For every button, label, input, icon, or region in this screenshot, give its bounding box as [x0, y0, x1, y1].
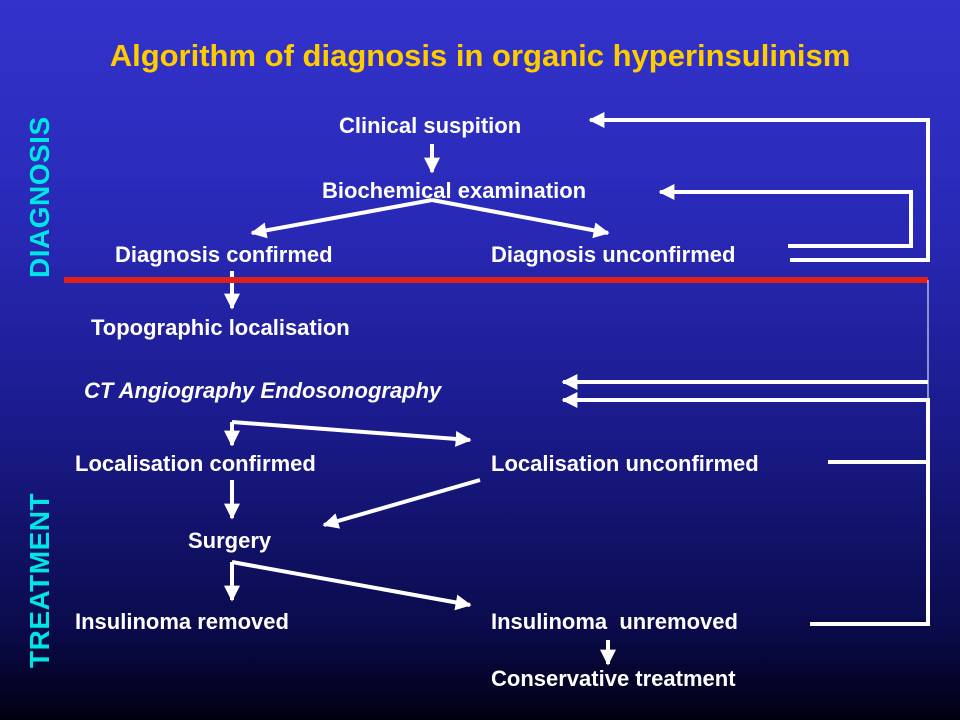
loop-unconfirmed-to-biochemical — [658, 184, 913, 248]
node-biochemical-examination: Biochemical examination — [322, 178, 587, 203]
node-clinical-suspition: Clinical suspition — [339, 113, 522, 138]
node-localisation-unconfirmed: Localisation unconfirmed — [491, 451, 759, 476]
node-conservative-treatment: Conservative treatment — [491, 666, 736, 691]
node-insulinoma-removed: Insulinoma removed — [75, 609, 289, 634]
arrow-surgery-to-unremoved — [231, 560, 472, 611]
node-ct-angiography-endosonography: CT Angiography Endosonography — [84, 378, 442, 403]
arrow-biochemical-to-unconfirmed — [431, 198, 610, 239]
node-diagnosis-unconfirmed: Diagnosis unconfirmed — [491, 242, 736, 267]
node-diagnosis-confirmed: Diagnosis confirmed — [115, 242, 333, 267]
arrow-imaging-to-loc-unconfirmed — [231, 420, 472, 447]
diagram-title: Algorithm of diagnosis in organic hyperi… — [109, 38, 851, 73]
node-insulinoma-unremoved: Insulinoma unremoved — [491, 609, 738, 634]
node-topographic-localisation: Topographic localisation — [91, 315, 350, 340]
arrow-loc-unconfirmed-to-surgery — [322, 478, 481, 529]
loop-unremoved-to-outer — [810, 460, 930, 626]
node-localisation-confirmed: Localisation confirmed — [75, 451, 316, 476]
arrow-biochemical-to-confirmed — [250, 198, 433, 239]
node-surgery: Surgery — [188, 528, 272, 553]
loop-outer-to-clinical — [588, 112, 930, 262]
